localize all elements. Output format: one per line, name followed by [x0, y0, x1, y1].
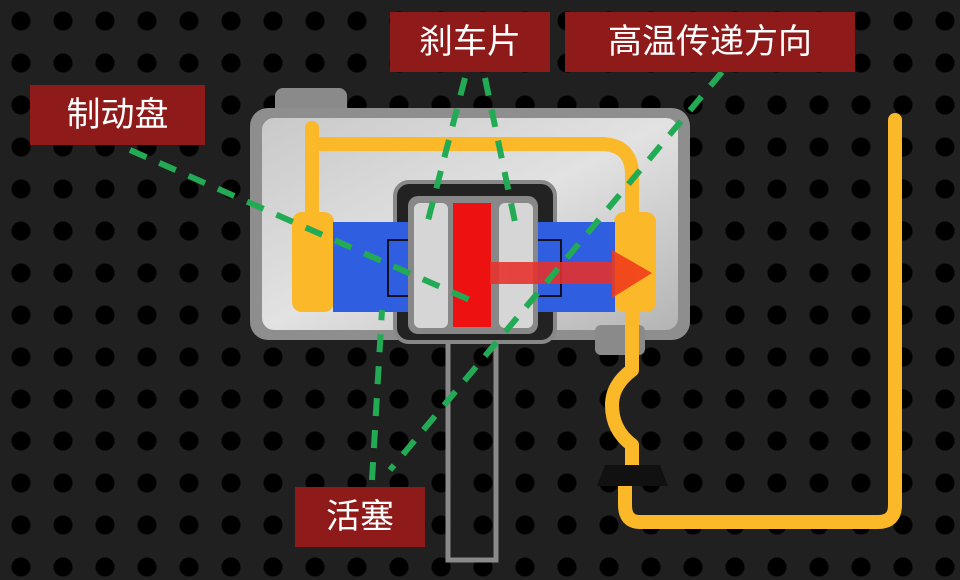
brake-fluid-channel: [305, 113, 902, 529]
leader-lines: [128, 70, 725, 481]
disc-shaft: [445, 322, 499, 563]
fluid-reservoir: [597, 465, 668, 486]
label-heat-direction: 高温传递方向: [565, 12, 855, 72]
brake-disc: [453, 203, 491, 327]
label-brake-disc: 制动盘: [30, 85, 205, 145]
left-brake-pad: [414, 203, 448, 328]
label-brake-pad: 刹车片: [390, 12, 550, 72]
left-fluid-chamber: [292, 212, 334, 312]
label-piston: 活塞: [295, 487, 425, 547]
